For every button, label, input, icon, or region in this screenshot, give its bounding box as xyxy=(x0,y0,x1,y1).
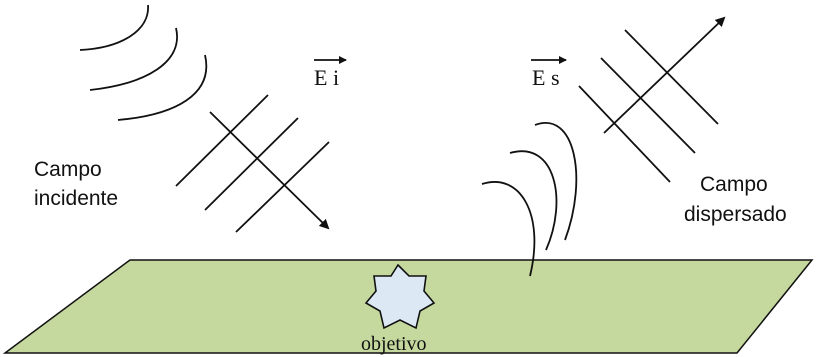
star-icon xyxy=(364,263,436,330)
scattered-curved-wavefronts xyxy=(481,122,578,277)
scattered-direction-arrow xyxy=(603,16,726,134)
target-label: objetivo xyxy=(361,333,427,355)
incident-planar-wavefronts xyxy=(175,94,330,233)
scattered-planar-wavefronts xyxy=(578,29,719,183)
incident-vector-text: E i xyxy=(314,65,339,90)
incident-direction-arrow xyxy=(209,111,330,230)
incident-field-label-line1: Campo xyxy=(34,158,102,181)
scattered-vector-text: E s xyxy=(532,65,560,90)
incident-vector-label: E i xyxy=(314,56,347,90)
scattered-field-label-line1: Campo xyxy=(700,173,768,196)
incident-curved-wavefronts xyxy=(79,4,208,121)
scattered-field-label-line2: dispersado xyxy=(684,203,787,226)
incident-field-label-line2: incidente xyxy=(34,187,118,210)
scattered-vector-label: E s xyxy=(531,56,567,90)
